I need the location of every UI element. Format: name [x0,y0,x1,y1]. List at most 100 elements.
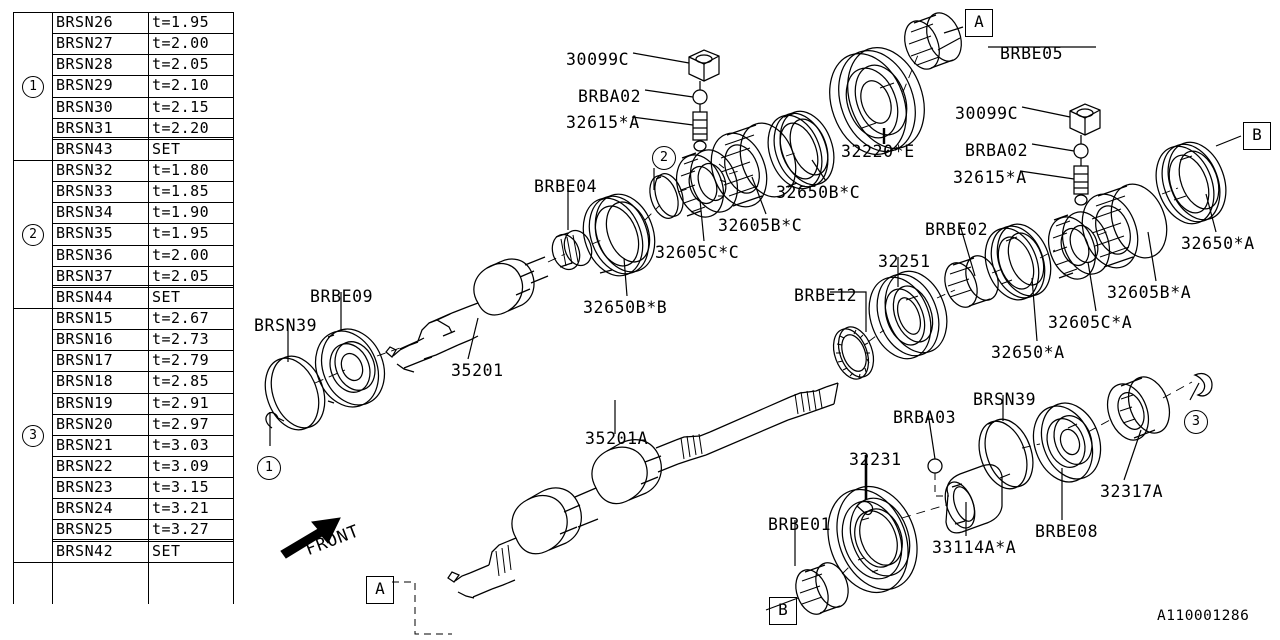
table-cell-part-code: BRSN25 [56,520,114,539]
table-cell-thickness: t=2.73 [152,330,210,349]
table-cell-thickness: t=2.91 [152,393,210,412]
table-cell-thickness: t=3.09 [152,456,210,475]
table-cell-part-code: BRSN23 [56,478,114,497]
table-row-divider [52,117,234,119]
part-32615A-pin-right [1074,158,1088,205]
table-cell-part-code: BRSN22 [56,456,114,475]
table-row-divider [52,223,234,225]
table-cell-thickness: t=3.27 [152,520,210,539]
table-cell-part-code: BRSN29 [56,76,114,95]
callout-c32615A_top: 32615*A [566,113,640,132]
table-row-divider [13,307,234,309]
part-BRBE09-bearing [305,320,396,417]
table-cell-part-code: BRSN34 [56,203,114,222]
callout-c32605CC: 32605C*C [655,243,740,262]
table-row-divider [52,286,234,288]
section-marker-markB_bottom: B [769,597,797,625]
callout-cBRBA03: BRBA03 [893,408,957,427]
table-row-divider [52,54,234,56]
callout-c32650A_mid: 32650*A [991,343,1065,362]
part-BRBE05-roller [898,8,967,74]
callout-c32650BC: 32650B*C [776,183,861,202]
callout-cBRSN39_right: BRSN39 [973,390,1037,409]
section-marker-markA_top: A [965,9,993,37]
table-cell-part-code: BRSN17 [56,351,114,370]
table-cell-thickness: t=2.00 [152,34,210,53]
table-row-divider [52,434,234,436]
table-row-divider [13,159,234,161]
part-32605C-A-hub [1040,205,1117,285]
table-row-divider [52,202,234,204]
callout-cBRSN39_left: BRSN39 [254,316,318,335]
callout-c32605BC: 32605B*C [718,216,803,235]
part-BRSN39-snapring-right [970,413,1041,496]
table-row-divider [52,244,234,246]
table-row-divider [52,350,234,352]
table-cell-thickness: t=2.05 [152,55,210,74]
part-BRSN39-snapring-left [256,349,334,438]
table-cell-part-code: BRSN31 [56,118,114,137]
table-cell-part-code: BRSN44 [56,287,114,306]
part-32605B-A-sleeve [1073,176,1177,275]
table-set-divider [52,538,234,540]
part-30099C-cap-right [1070,104,1100,135]
part-BRBA02-ball-top [693,81,707,104]
diagram-id: A110001286 [1157,608,1250,624]
callout-cBRBE09: BRBE09 [310,287,374,306]
table-cell-part-code: BRSN21 [56,435,114,454]
table-row-divider [52,96,234,98]
table-row-divider [52,181,234,183]
table-cell-thickness: t=2.97 [152,414,210,433]
table-row: BRSN22 t=3.09 [13,456,234,477]
table-group-marker-2: 2 [22,223,44,246]
part-35201A-shaft [448,383,838,598]
table-cell-part-code: BRSN26 [56,13,114,31]
table-group-marker-3: 3 [22,424,44,447]
table-cell-thickness: t=1.80 [152,160,210,179]
callout-c32220E: 32220*E [841,142,915,161]
table-cell-part-code: BRSN20 [56,414,114,433]
section-marker-markB_right: B [1243,122,1271,150]
table-cell-part-code: BRSN24 [56,499,114,518]
callout-c30099C_right: 30099C [955,104,1019,123]
table-cell-thickness: SET [152,139,181,158]
table-row-divider [52,540,234,542]
table-cell-thickness: SET [152,287,181,306]
table-row-divider [52,413,234,415]
table-row-divider [13,12,234,13]
part-BRBA03-ball [928,459,949,496]
callout-cBRBE02: BRBE02 [925,220,989,239]
part-32231-bearing [814,475,931,604]
callout-c32317A: 32317A [1100,482,1164,501]
table-cell-thickness: t=3.21 [152,499,210,518]
part-retainer-clip-circle3 [1195,374,1212,396]
table-row: BRSN26 t=1.95 [13,12,234,33]
table-cell-thickness: t=2.67 [152,308,210,327]
part-BRBE02-roller [939,251,1004,311]
callout-c32650BB: 32650B*B [583,298,668,317]
table-cell-thickness: t=2.20 [152,118,210,137]
table-row: BRSN44 SET [13,287,234,308]
table-set-divider [52,284,234,286]
part-30099C-cap-top [689,50,719,81]
table-cell-thickness: t=1.95 [152,13,210,31]
part-32650A-ring-mid [976,217,1060,308]
part-32650B-B-ring [573,186,665,284]
part-35201-shaft [386,257,548,372]
callout-c30099C_top: 30099C [566,50,630,69]
section-marker-markA_bottom: A [366,576,394,604]
callout-cBRBA02_top: BRBA02 [578,87,642,106]
